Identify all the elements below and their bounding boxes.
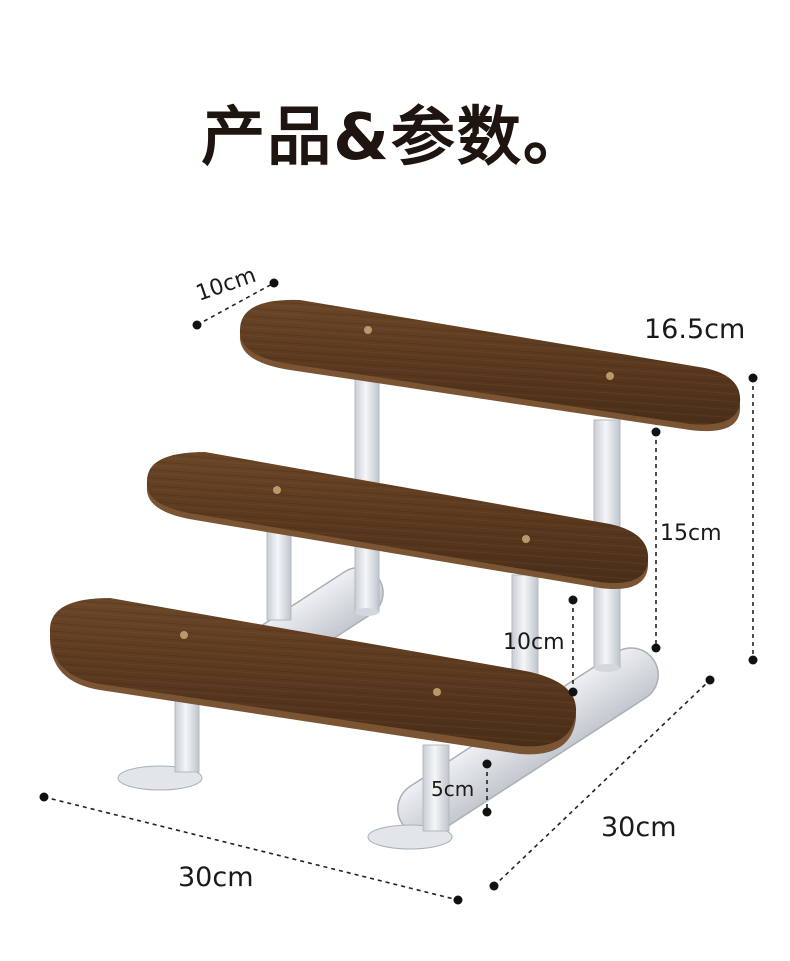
width-label: 30cm <box>178 862 254 893</box>
page-title: 产品&参数。 <box>201 101 589 175</box>
bottom-shelf <box>49 598 577 755</box>
depth-label: 30cm <box>601 812 677 843</box>
bottom-shelf-legs <box>174 689 450 832</box>
dimension-dots <box>39 278 758 905</box>
middle-tier-height-label: 10cm <box>503 630 565 655</box>
top-shelf <box>239 299 741 432</box>
leg-height-label: 5cm <box>431 777 475 801</box>
width-dimension-line <box>43 796 459 901</box>
shelf-depth-dimension-line <box>196 282 275 326</box>
total-height-label: 16.5cm <box>644 314 746 345</box>
depth-dimension-line <box>493 679 711 887</box>
middle-shelf <box>146 452 649 590</box>
upper-tier-height-label: 15cm <box>660 521 722 546</box>
dimension-lines <box>43 282 754 901</box>
